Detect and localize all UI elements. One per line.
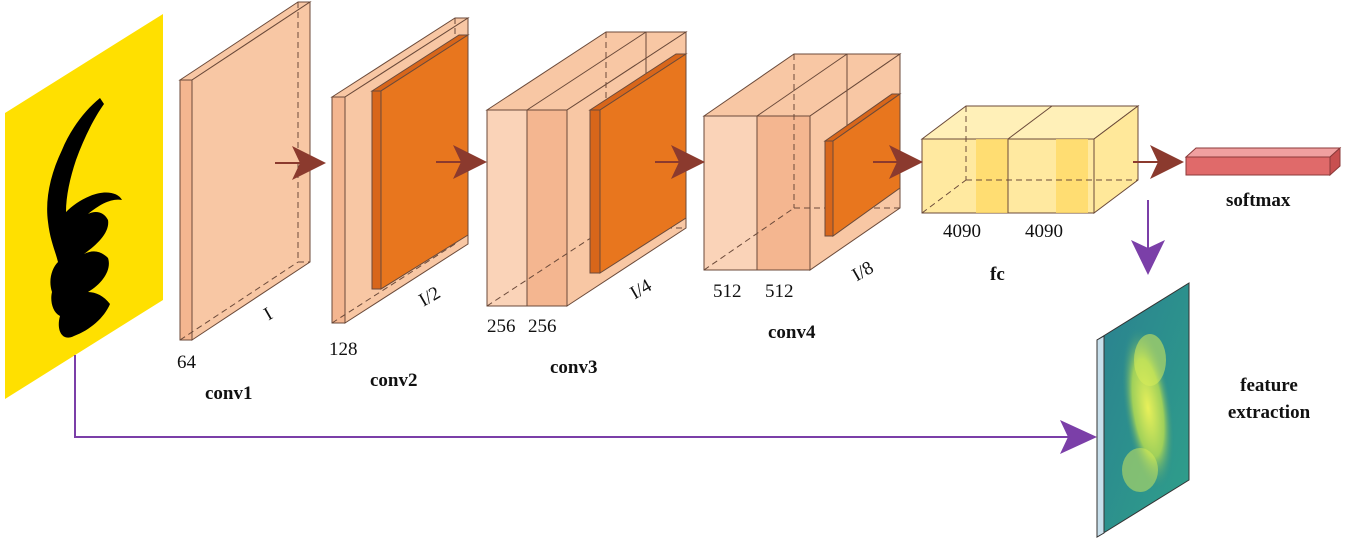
conv4-label: conv4 — [768, 322, 816, 343]
conv1-block — [178, 1, 312, 341]
arrow-icon — [1060, 420, 1097, 454]
conv3-block — [485, 31, 688, 307]
forward-arrows — [275, 145, 1184, 180]
input-to-feature-connector — [74, 355, 1070, 438]
fc-units-b: 4090 — [1025, 221, 1063, 242]
conv2-size: I/2 — [415, 283, 444, 312]
conv4-block — [702, 53, 902, 271]
arrow-icon — [436, 145, 487, 179]
fc-block — [920, 105, 1140, 214]
feature-extraction-label-line1: feature — [1240, 375, 1298, 396]
arrow-icon — [1133, 145, 1184, 179]
feature-map — [1096, 282, 1190, 538]
arrow-icon — [655, 145, 705, 179]
fc-units-a: 4090 — [943, 221, 981, 242]
input-image — [5, 14, 163, 399]
conv3-size: I/4 — [627, 275, 656, 304]
conv2-channels: 128 — [329, 339, 358, 360]
conv4-size: I/8 — [849, 257, 878, 286]
softmax-block — [1184, 146, 1342, 177]
conv1-channels: 64 — [177, 352, 197, 373]
arrow-icon — [1131, 240, 1165, 275]
fc-label: fc — [990, 264, 1005, 285]
conv2-block — [330, 17, 470, 324]
feature-connectors — [74, 200, 1165, 454]
input-glyph-icon — [47, 98, 123, 338]
conv3-channels-a: 256 — [487, 316, 516, 337]
conv1-label: conv1 — [205, 383, 253, 404]
conv1-size: I — [260, 304, 276, 325]
arrow-icon — [873, 145, 923, 179]
conv3-channels-b: 256 — [528, 316, 557, 337]
softmax-label: softmax — [1226, 190, 1291, 211]
conv3-label: conv3 — [550, 357, 598, 378]
conv4-channels-a: 512 — [713, 281, 742, 302]
feature-extraction-label-line2: extraction — [1228, 402, 1311, 423]
arrow-icon — [275, 146, 326, 180]
conv2-label: conv2 — [370, 370, 418, 391]
conv4-channels-b: 512 — [765, 281, 794, 302]
